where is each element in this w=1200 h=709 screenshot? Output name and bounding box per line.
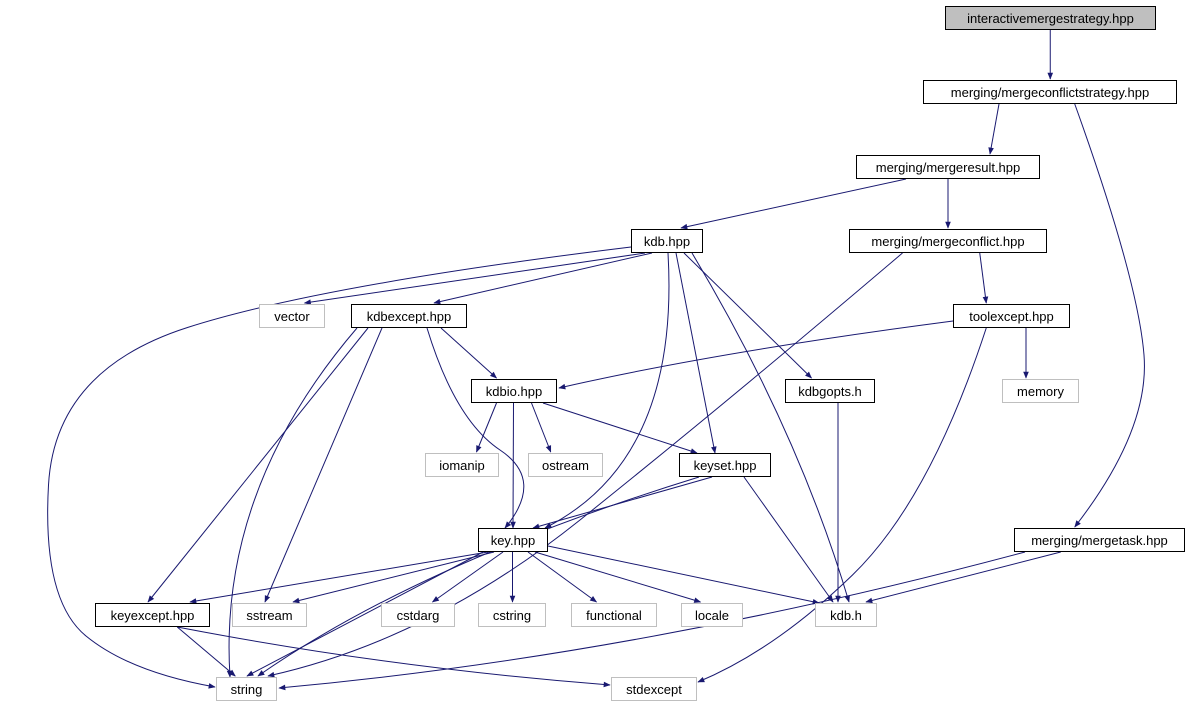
node-functional: functional [571, 603, 657, 627]
edge-kdbexcept-hpp-to-kdbio-hpp [440, 327, 498, 379]
edge-kdbexcept-hpp-to-sstream [264, 327, 383, 603]
edge-kdbio-hpp-to-ostream [531, 402, 552, 453]
edge-keyset-hpp-to-string [257, 476, 700, 677]
edge-kdbexcept-hpp-to-keyexcept-hpp [147, 327, 369, 603]
edge-kdbio-hpp-to-keyset-hpp [542, 402, 698, 454]
edge-key-hpp-to-cstdarg [431, 551, 504, 603]
node-string: string [216, 677, 277, 701]
edge-keyexcept-hpp-to-stdexcept [177, 626, 611, 688]
edge-kdbio-hpp-to-key-hpp [510, 402, 516, 529]
node-mergeconflictstrategy-hpp[interactable]: merging/mergeconflictstrategy.hpp [923, 80, 1177, 104]
node-mergeconflict-hpp[interactable]: merging/mergeconflict.hpp [849, 229, 1047, 253]
edge-toolexcept-hpp-to-stdexcept [697, 327, 987, 683]
node-cstring: cstring [478, 603, 546, 627]
node-key-hpp[interactable]: key.hpp [478, 528, 548, 552]
edge-mergetask-hpp-to-kdb-h [865, 551, 1061, 604]
node-keyexcept-hpp[interactable]: keyexcept.hpp [95, 603, 210, 627]
edge-kdb-hpp-to-kdbgopts-h [683, 252, 812, 379]
edge-key-hpp-to-string [246, 551, 484, 677]
node-vector: vector [259, 304, 325, 328]
edge-toolexcept-hpp-to-kdbio-hpp [558, 320, 954, 390]
edge-keyset-hpp-to-kdb-h [743, 476, 834, 603]
node-interactivemergestrategy-hpp: interactivemergestrategy.hpp [945, 6, 1156, 30]
edge-mergetask-hpp-to-string [278, 551, 1026, 691]
edge-kdbio-hpp-to-iomanip [476, 402, 497, 453]
edge-mergeresult-hpp-to-kdb-hpp [680, 178, 907, 230]
node-locale: locale [681, 603, 743, 627]
edge-mergeconflict-hpp-to-string [267, 252, 903, 678]
node-kdbexcept-hpp[interactable]: kdbexcept.hpp [351, 304, 467, 328]
node-sstream: sstream [232, 603, 307, 627]
edge-key-hpp-to-sstream [292, 551, 495, 604]
edge-mergeconflictstrategy-hpp-to-mergetask-hpp [1074, 103, 1145, 528]
edge-kdb-hpp-to-kdb-h [691, 252, 850, 603]
node-memory: memory [1002, 379, 1079, 403]
edge-keyset-hpp-to-key-hpp [532, 476, 713, 529]
edge-kdb-hpp-to-vector [303, 252, 646, 305]
node-iomanip: iomanip [425, 453, 499, 477]
node-toolexcept-hpp[interactable]: toolexcept.hpp [953, 304, 1070, 328]
node-kdbio-hpp[interactable]: kdbio.hpp [471, 379, 557, 403]
node-cstdarg: cstdarg [381, 603, 455, 627]
edge-kdbexcept-hpp-to-key-hpp [426, 327, 525, 529]
node-stdexcept: stdexcept [611, 677, 697, 701]
node-kdb-hpp[interactable]: kdb.hpp [631, 229, 703, 253]
node-ostream: ostream [528, 453, 603, 477]
edge-kdb-hpp-to-kdbexcept-hpp [433, 252, 653, 305]
edge-kdbexcept-hpp-to-string [226, 327, 358, 678]
edge-kdb-hpp-to-string [47, 246, 632, 689]
edge-key-hpp-to-kdb-h [547, 545, 820, 605]
edge-key-hpp-to-keyexcept-hpp [189, 551, 489, 604]
edge-mergeconflictstrategy-hpp-to-mergeresult-hpp [988, 103, 1000, 155]
edge-keyexcept-hpp-to-string [176, 626, 236, 677]
node-kdbgopts-h[interactable]: kdbgopts.h [785, 379, 875, 403]
edge-kdb-hpp-to-keyset-hpp [675, 252, 717, 454]
edge-key-hpp-to-locale [534, 551, 702, 603]
node-mergetask-hpp[interactable]: merging/mergetask.hpp [1014, 528, 1185, 552]
edge-key-hpp-to-functional [527, 551, 598, 603]
node-mergeresult-hpp[interactable]: merging/mergeresult.hpp [856, 155, 1040, 179]
node-keyset-hpp[interactable]: keyset.hpp [679, 453, 771, 477]
edge-kdb-hpp-to-key-hpp [544, 252, 670, 529]
edge-mergeconflict-hpp-to-toolexcept-hpp [979, 252, 989, 304]
node-kdb-h: kdb.h [815, 603, 877, 627]
